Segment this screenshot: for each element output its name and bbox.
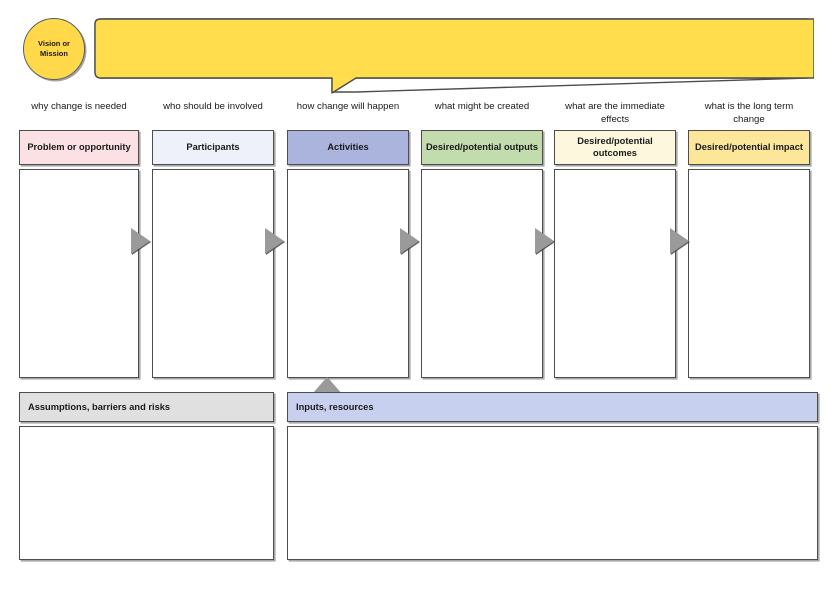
column-impact: Desired/potential impact: [688, 130, 810, 378]
column-body-outputs[interactable]: [421, 169, 543, 378]
section-body-inputs[interactable]: [287, 426, 818, 560]
section-title: Assumptions, barriers and risks: [28, 402, 171, 412]
column-header-participants[interactable]: Participants: [152, 130, 274, 165]
section-inputs: Inputs, resources: [287, 392, 818, 560]
column-body-participants[interactable]: [152, 169, 274, 378]
section-body-assumptions[interactable]: [19, 426, 274, 560]
column-header-outcomes[interactable]: Desired/potential outcomes: [554, 130, 676, 165]
column-body-impact[interactable]: [688, 169, 810, 378]
column-header-activities[interactable]: Activities: [287, 130, 409, 165]
column-body-activities[interactable]: [287, 169, 409, 378]
inputs-up-arrow-icon: [313, 377, 341, 393]
column-participants: Participants: [152, 130, 274, 378]
column-title: Activities: [327, 141, 369, 152]
flow-arrow-icon-5: [670, 228, 689, 254]
column-header-impact[interactable]: Desired/potential impact: [688, 130, 810, 165]
caption-outputs: what might be created: [434, 101, 530, 112]
flow-arrow-icon-3: [400, 228, 419, 254]
vision-mission-bubble[interactable]: Vision or Mission: [23, 18, 85, 80]
column-title: Desired/potential outputs: [425, 141, 539, 152]
column-title: Desired/potential impact: [695, 141, 803, 152]
column-outcomes: Desired/potential outcomes: [554, 130, 676, 378]
section-header-inputs[interactable]: Inputs, resources: [287, 392, 818, 422]
caption-problem: why change is needed: [31, 101, 127, 112]
column-header-problem-opportunity[interactable]: Problem or opportunity: [19, 130, 139, 165]
caption-outcomes: what are the immediate effects: [565, 101, 665, 126]
vision-statement-banner[interactable]: [88, 18, 814, 96]
section-title: Inputs, resources: [296, 402, 374, 412]
column-title: Desired/potential outcomes: [577, 135, 653, 158]
caption-participants: who should be involved: [163, 101, 263, 112]
vision-mission-label: Vision or Mission: [38, 38, 70, 58]
flow-arrow-icon-1: [131, 228, 150, 254]
caption-impact: what is the long term change: [704, 101, 794, 126]
column-body-problem-opportunity[interactable]: [19, 169, 139, 378]
flow-arrow-icon-4: [535, 228, 554, 254]
flow-arrow-icon-2: [265, 228, 284, 254]
section-header-assumptions[interactable]: Assumptions, barriers and risks: [19, 392, 274, 422]
column-title: Participants: [186, 141, 240, 152]
banner-shape-icon: [94, 18, 814, 94]
section-assumptions: Assumptions, barriers and risks: [19, 392, 274, 560]
column-body-outcomes[interactable]: [554, 169, 676, 378]
column-problem-opportunity: Problem or opportunity: [19, 130, 139, 378]
column-header-outputs[interactable]: Desired/potential outputs: [421, 130, 543, 165]
column-activities: Activities: [287, 130, 409, 378]
column-outputs: Desired/potential outputs: [421, 130, 543, 378]
column-title: Problem or opportunity: [27, 141, 131, 152]
caption-activities: how change will happen: [296, 101, 400, 112]
